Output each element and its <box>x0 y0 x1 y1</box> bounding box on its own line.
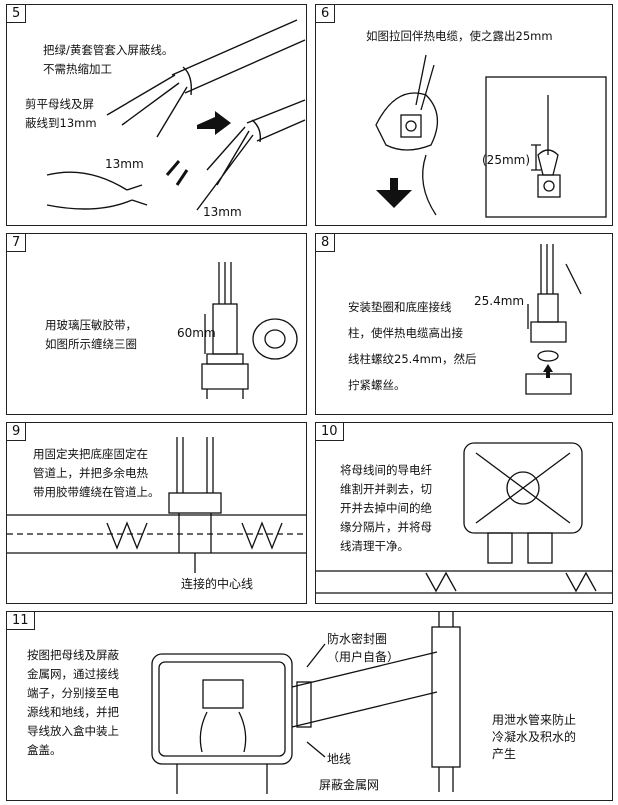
centerline-caption: 连接的中心线 <box>181 577 254 591</box>
step-number: 11 <box>7 612 35 630</box>
step-text: 用固定夹把底座固定在 管道上，并把多余电热 带用胶带缠绕在管道上。 <box>33 447 160 499</box>
step-7-panel: 7 用玻璃压敏胶带， 如图所示缠绕三圈 60mm <box>6 233 307 415</box>
step-text: 把绿/黄套管套入屏蔽线。 不需热缩加工 <box>43 43 174 76</box>
step-10-panel: 10 将母线间的导电纤 维割开并剥去，切 开并去掉中间的绝 缘分隔片，并将母 线… <box>315 422 613 604</box>
seal-label: 防水密封圈 （用户自备） <box>327 632 400 664</box>
step-text: 按图把母线及屏蔽 金属网，通过接线 端子，分别接至电 源线和地线，并把 导线放入… <box>27 648 119 757</box>
dimension-label: 13mm <box>105 157 144 171</box>
dimension-label: 13mm <box>203 205 242 219</box>
tape-wrap-illustration <box>201 262 298 399</box>
step-6-panel: 6 如图拉回伴热电缆，使之露出25mm (25mm) <box>315 4 613 226</box>
step-number: 9 <box>7 423 27 441</box>
step-11-panel: 11 按图把母线及屏蔽 金属网，通过接线 端子，分别接至电 源线和地线，并把 导… <box>6 611 613 801</box>
dimension-label: 25.4mm <box>474 294 525 308</box>
step-text: 用玻璃压敏胶带， 如图所示缠绕三圈 <box>45 318 137 351</box>
cable-illustration <box>46 19 306 211</box>
step-number: 5 <box>7 5 27 23</box>
wiring-box-illustration <box>151 612 461 794</box>
step-9-panel: 9 用固定夹把底座固定在 管道上，并把多余电热 带用胶带缠绕在管道上。 连接的中… <box>6 422 307 604</box>
shield-mesh-label: 屏蔽金属网 <box>319 778 380 792</box>
drain-pipe-note: 用泄水管来防止 冷凝水及积水的 产生 <box>492 713 577 761</box>
step-8-panel: 8 安装垫圈和底座接线 柱，使伴热电缆高出接 线柱螺纹25.4mm，然后 拧紧螺… <box>315 233 613 415</box>
step-text: 将母线间的导电纤 维割开并剥去，切 开并去掉中间的绝 缘分隔片，并将母 线清理干… <box>340 463 432 553</box>
step-number: 6 <box>316 5 336 23</box>
pipe-mount-illustration <box>7 437 306 573</box>
washer-install-illustration <box>525 244 582 395</box>
step-number: 8 <box>316 234 336 252</box>
junction-box-illustration <box>316 442 612 594</box>
dimension-label: (25mm) <box>482 153 531 167</box>
hand-pull-illustration <box>375 54 607 218</box>
dimension-label: 60mm <box>177 326 216 340</box>
step-number: 7 <box>7 234 27 252</box>
ground-wire-label: 地线 <box>327 752 352 766</box>
step-5-panel: 5 把绿/黄套管套入屏蔽线。 不需热缩加工 剪平母线及屏 蔽线到13mm 13m… <box>6 4 307 226</box>
step-number: 10 <box>316 423 344 441</box>
step-text: 安装垫圈和底座接线 柱，使伴热电缆高出接 线柱螺纹25.4mm，然后 拧紧螺丝。 <box>348 300 477 392</box>
step-text: 如图拉回伴热电缆，使之露出25mm <box>366 29 553 43</box>
step-text-2: 剪平母线及屏 蔽线到13mm <box>25 97 97 130</box>
